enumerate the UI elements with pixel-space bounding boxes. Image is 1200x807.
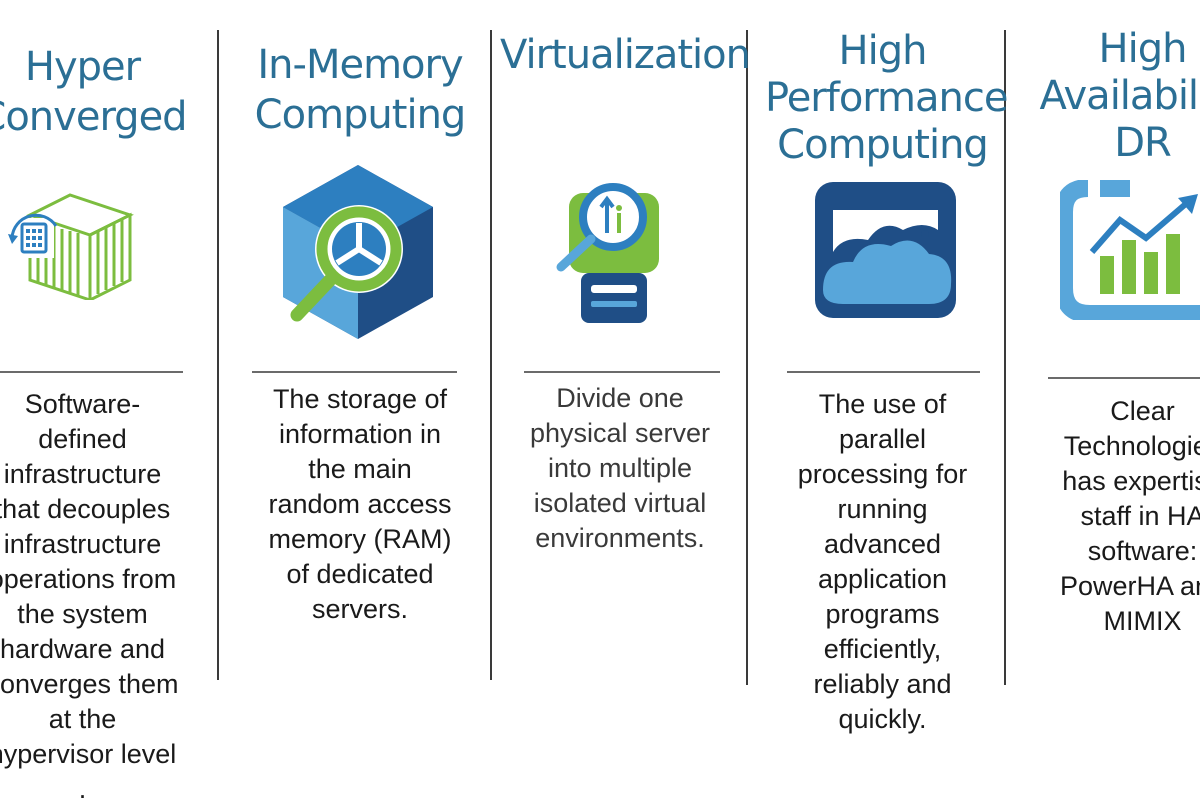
- hyperconverged-server-icon: [0, 190, 140, 303]
- section-rule: [0, 371, 183, 373]
- column-high-availability-dr: High Availability DR Clear Technologies …: [1020, 0, 1200, 800]
- desc-line: reliably and: [813, 669, 952, 699]
- title-line: Virtualization: [500, 32, 751, 78]
- column-in-memory-computing: In-Memory Computing The storage of infor…: [240, 0, 480, 800]
- desc-line: MIMIX: [1103, 606, 1182, 636]
- column-description: Clear Technologies has expertise staff i…: [1020, 394, 1200, 639]
- desc-line: infrastructure: [3, 529, 162, 559]
- title-line: Hyper: [24, 44, 141, 90]
- section-rule: [252, 371, 457, 373]
- desc-line: at the: [48, 704, 117, 734]
- desc-line: application: [817, 564, 948, 594]
- column-hyper-converged: Hyper Converged: [0, 0, 195, 804]
- column-high-performance-computing: High Performance Computing The use of pa…: [765, 0, 1008, 800]
- title-line: DR: [1114, 120, 1172, 166]
- desc-line: parallel: [838, 424, 927, 454]
- desc-line: The storage of: [272, 384, 448, 414]
- section-rule: [1048, 377, 1200, 379]
- desc-line: advanced: [823, 529, 942, 559]
- column-divider: [217, 30, 219, 680]
- desc-line: efficiently,: [823, 634, 942, 664]
- desc-line: hardware and: [0, 634, 166, 664]
- desc-line: .: [78, 774, 87, 804]
- column-title: High Performance Computing: [765, 28, 1008, 169]
- desc-line: Clear: [1110, 396, 1175, 426]
- desc-line: information in: [278, 419, 442, 449]
- desc-line: of dedicated: [286, 559, 434, 589]
- desc-line: isolated virtual: [533, 488, 707, 518]
- desc-line: random access: [268, 489, 452, 519]
- title-line: Performance: [765, 75, 1008, 121]
- desc-line: into multiple: [547, 453, 693, 483]
- desc-line: Technologies: [1063, 431, 1200, 461]
- section-rule: [787, 371, 980, 373]
- column-divider: [746, 30, 748, 685]
- desc-line: software:: [1087, 536, 1198, 566]
- desc-line: programs: [825, 599, 940, 629]
- desc-line: physical server: [529, 418, 711, 448]
- section-rule: [524, 371, 720, 373]
- desc-line: operations from: [0, 564, 177, 594]
- desc-line: PowerHA and: [1059, 571, 1200, 601]
- column-virtualization: Virtualization Divide one physical serve…: [500, 0, 751, 800]
- column-description: The use of parallel processing for runni…: [765, 387, 1000, 737]
- desc-line: quickly.: [838, 704, 927, 734]
- column-description: Software- defined infrastructure that de…: [0, 387, 195, 807]
- title-line: In-Memory: [257, 42, 463, 88]
- title-line: High: [1098, 26, 1188, 72]
- desc-line: infrastructure: [3, 459, 162, 489]
- column-description: The storage of information in the main r…: [240, 382, 480, 627]
- desc-line: hypervisor level: [0, 739, 177, 769]
- desc-line: servers.: [311, 594, 409, 624]
- desc-line: Software-: [24, 389, 141, 419]
- column-title: In-Memory Computing: [240, 40, 480, 140]
- title-line: Availability: [1039, 73, 1200, 119]
- column-divider: [1004, 30, 1006, 685]
- desc-line: memory (RAM): [268, 524, 452, 554]
- availability-growth-chart-icon: [1055, 179, 1200, 323]
- virtual-server-search-icon: [555, 175, 665, 325]
- cloud-computing-icon: [813, 180, 958, 320]
- column-description: Divide one physical server into multiple…: [500, 381, 740, 556]
- desc-line: that decouples: [0, 494, 171, 524]
- desc-line: running: [837, 494, 928, 524]
- desc-line: the main: [308, 454, 412, 484]
- column-title: Virtualization: [500, 30, 751, 80]
- desc-line: Divide one: [556, 383, 684, 413]
- desc-line: converges them: [0, 669, 179, 699]
- memory-magnifier-cube-icon: [273, 163, 443, 341]
- desc-line: environments.: [535, 523, 705, 553]
- desc-line: defined: [38, 424, 127, 454]
- column-title: Hyper Converged: [0, 42, 195, 142]
- title-line: Computing: [777, 122, 989, 168]
- title-line: Converged: [0, 94, 188, 140]
- column-divider: [490, 30, 492, 680]
- column-title: High Availability DR: [1020, 26, 1200, 167]
- desc-line: processing for: [797, 459, 968, 489]
- desc-line: staff in HA: [1080, 501, 1200, 531]
- desc-line: the system: [17, 599, 148, 629]
- desc-line: The use of: [818, 389, 947, 419]
- title-line: Computing: [254, 92, 467, 138]
- desc-line: has expertise: [1062, 466, 1200, 496]
- title-line: High: [838, 28, 928, 74]
